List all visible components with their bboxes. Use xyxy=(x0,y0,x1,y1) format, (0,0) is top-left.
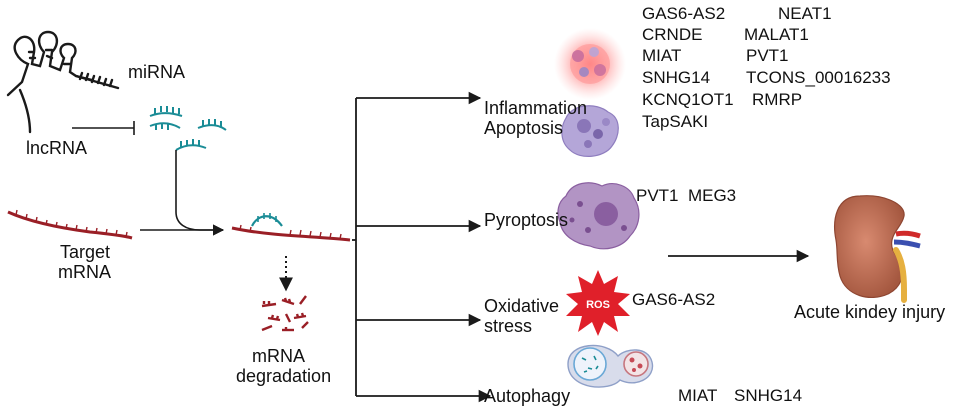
bound-complex-icon xyxy=(231,213,351,242)
gene-name: MALAT1 xyxy=(744,25,809,44)
lncrna-icon xyxy=(6,30,120,134)
lncrna-label: lncRNA xyxy=(26,138,88,158)
pyroptosis-label: Pyroptosis xyxy=(484,210,569,230)
gene-name: NEAT1 xyxy=(778,4,832,23)
inhibition-connector xyxy=(72,121,135,135)
autophagy-label: Autophagy xyxy=(484,386,571,406)
target-mrna-line2: mRNA xyxy=(58,262,111,282)
gene-name: TCONS_00016233 xyxy=(746,68,891,87)
gene-name: MIAT xyxy=(642,46,682,65)
aki-label: Acute kindey injury xyxy=(794,302,946,322)
gene-name: GAS6-AS2 xyxy=(642,4,726,23)
pyroptosis-cell-icon xyxy=(557,182,640,250)
degradation-line2: degradation xyxy=(236,366,332,386)
gene-name: PVT1 xyxy=(746,46,789,65)
degradation-line1: mRNA xyxy=(252,346,305,366)
kidney-icon xyxy=(834,195,921,303)
gene-name: CRNDE xyxy=(642,25,703,44)
target-mrna-ticks xyxy=(15,209,128,238)
gene-name: TapSAKI xyxy=(642,112,709,131)
target-mrna-line1: Target xyxy=(60,242,111,262)
apoptosis-label: Apoptosis xyxy=(484,118,564,138)
ros-label: ROS xyxy=(586,299,610,311)
mirna-icon xyxy=(149,106,227,151)
mirna-binding-arrow xyxy=(175,150,225,236)
target-mrna-icon xyxy=(7,210,133,240)
inflammation-cell-icon xyxy=(554,28,626,100)
apoptosis-cell-icon xyxy=(561,105,619,157)
branch-bracket xyxy=(352,91,492,403)
gene-name: SNHG14 xyxy=(734,386,803,405)
oxidative-gene-list: GAS6-AS2 xyxy=(632,290,716,309)
gene-name: KCNQ1OT1 xyxy=(642,90,734,109)
mrna-fragments-icon xyxy=(261,295,309,332)
mirna-label: miRNA xyxy=(128,62,185,82)
ros-burst-icon: ROS xyxy=(566,270,630,336)
autophagy-icon xyxy=(567,344,654,388)
oxidative-label-line2: stress xyxy=(484,316,533,336)
inflammation-label: Inflammation xyxy=(484,98,588,118)
oxidative-label-line1: Oxidative xyxy=(484,296,560,316)
gene-name: SNHG14 xyxy=(642,68,711,87)
gene-name: MIAT xyxy=(678,386,718,405)
pyroptosis-gene-list: PVT1 MEG3 xyxy=(636,186,737,205)
gene-name: RMRP xyxy=(752,90,803,109)
